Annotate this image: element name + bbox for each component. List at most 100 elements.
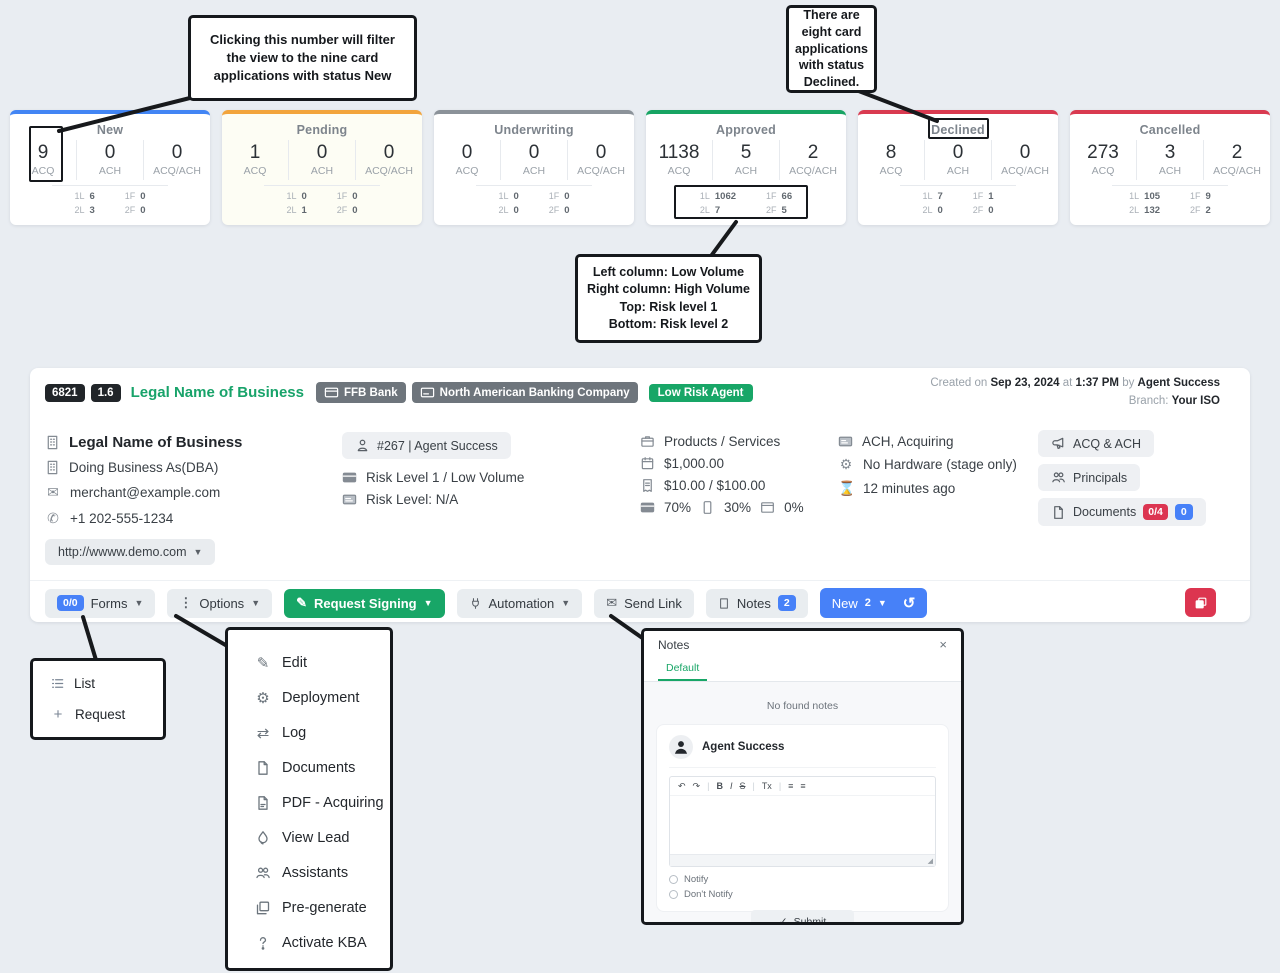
products-label[interactable]: Products / Services <box>664 434 781 449</box>
options-button[interactable]: ⋮ Options ▼ <box>167 588 273 618</box>
underwriting-acqach-count[interactable]: 0 ACQ/ACH <box>567 140 634 180</box>
submit-button[interactable]: ✓ Submit <box>750 910 855 922</box>
cancelled-acq-count[interactable]: 273 ACQ <box>1087 142 1119 177</box>
menu-item-documents[interactable]: Documents <box>255 750 390 785</box>
dba-name: Doing Business As(DBA) <box>69 460 219 475</box>
principals-button[interactable]: Principals <box>1038 464 1141 491</box>
bank2-badge-label: North American Banking Company <box>439 386 630 399</box>
amount1-row: $1,000.00 <box>640 456 840 471</box>
menu-item-deployment[interactable]: ⚙ Deployment <box>255 680 390 715</box>
acq-ach-label: ACQ & ACH <box>1073 436 1142 451</box>
undo-icon[interactable]: ↶ <box>678 780 686 791</box>
new-acq-count[interactable]: 9 ACQ <box>31 142 55 177</box>
duplicate-button[interactable] <box>1185 588 1216 617</box>
products-row: Products / Services <box>640 434 840 449</box>
cancelled-acqach-count[interactable]: 2 ACQ/ACH <box>1203 140 1270 180</box>
pending-ach-count[interactable]: 0 ACH <box>288 140 355 180</box>
merchant-title-link[interactable]: Legal Name of Business <box>130 384 304 401</box>
dba-row: Doing Business As(DBA) <box>45 460 335 475</box>
radio-icon <box>669 890 678 899</box>
menu-item-label: Edit <box>282 654 307 671</box>
notify-radio[interactable]: Notify <box>669 874 936 885</box>
documents-button[interactable]: Documents 0/4 0 <box>1038 498 1206 526</box>
forms-button[interactable]: 0/0 Forms ▼ <box>45 588 156 618</box>
email-value[interactable]: merchant@example.com <box>70 485 221 500</box>
amount2-row: $10.00 / $100.00 <box>640 478 840 493</box>
cancelled-ach-count[interactable]: 3 ACH <box>1136 140 1203 180</box>
underwriting-acq-count[interactable]: 0 ACQ <box>455 142 479 177</box>
note-compose-card: Agent Success ↶ ↷ | B I S | Tx | ≡ ≡ <box>656 724 949 922</box>
ordered-list-icon[interactable]: ≡ <box>788 781 794 791</box>
bank-badge-label: FFB Bank <box>343 386 398 399</box>
amount1-value: $1,000.00 <box>664 456 725 471</box>
card-icon <box>342 470 357 485</box>
history-icon[interactable]: ↺ <box>902 595 916 612</box>
request-signing-button[interactable]: ✎ Request Signing ▼ <box>284 588 445 618</box>
close-icon[interactable]: × <box>939 637 947 652</box>
phone-value[interactable]: +1 202-555-1234 <box>70 511 174 526</box>
notes-button[interactable]: Notes 2 <box>705 588 808 618</box>
approved-acq-count[interactable]: 1138 ACQ <box>658 142 700 177</box>
underwriting-ach-count[interactable]: 0 ACH <box>500 140 567 180</box>
methods-row: ACH, Acquiring <box>838 434 1053 449</box>
menu-item-view-lead[interactable]: View Lead <box>255 820 390 855</box>
callout-text: Bottom: Risk level 2 <box>608 317 729 331</box>
approved-acqach-count[interactable]: 2 ACQ/ACH <box>779 140 846 180</box>
new-status-count: 2 <box>864 597 871 609</box>
note-text-input[interactable] <box>670 796 935 854</box>
menu-item-log[interactable]: ⇄ Log <box>255 715 390 750</box>
send-link-button[interactable]: ✉ Send Link <box>594 588 694 618</box>
note-icon <box>718 597 730 610</box>
menu-item-activate-kba[interactable]: Activate KBA <box>255 925 390 960</box>
menu-item-assistants[interactable]: Assistants <box>255 855 390 890</box>
people-icon <box>255 865 271 881</box>
dont-notify-radio[interactable]: Don't Notify <box>669 889 936 900</box>
risk-level-row: Risk Level 1 / Low Volume <box>342 470 572 485</box>
bold-icon[interactable]: B <box>716 781 723 791</box>
note-editor: ↶ ↷ | B I S | Tx | ≡ ≡ ◢ <box>669 776 936 867</box>
callout-new-filter: Clicking this number will filter the vie… <box>188 15 417 101</box>
redo-icon[interactable]: ↷ <box>692 780 701 791</box>
menu-item-pdf-acquiring[interactable]: PDF - Acquiring <box>255 785 390 820</box>
automation-button[interactable]: Automation ▼ <box>456 588 583 618</box>
menu-item-pre-generate[interactable]: Pre-generate <box>255 890 390 925</box>
declined-acqach-count[interactable]: 0 ACQ/ACH <box>991 140 1058 180</box>
pending-acq-count[interactable]: 1 ACQ <box>243 142 267 177</box>
bullet-list-icon[interactable]: ≡ <box>800 781 806 791</box>
new-ach-count[interactable]: 0 ACH <box>76 140 143 180</box>
tab-default[interactable]: Default <box>658 660 708 681</box>
menu-item-label: View Lead <box>282 829 350 846</box>
declined-acq-count[interactable]: 8 ACQ <box>879 142 903 177</box>
approved-ach-count[interactable]: 5 ACH <box>712 140 779 180</box>
callout-text: Right column: High Volume <box>587 282 750 296</box>
italic-icon[interactable]: I <box>729 781 733 791</box>
amount2-value: $10.00 / $100.00 <box>664 478 766 493</box>
acq-ach-button[interactable]: ACQ & ACH <box>1038 430 1155 457</box>
new-acqach-count[interactable]: 0 ACQ/ACH <box>143 140 210 180</box>
menu-item-request[interactable]: + Request <box>50 706 146 723</box>
resize-handle-icon[interactable]: ◢ <box>927 858 933 865</box>
new-status-dropdown[interactable]: New 2 ▼ <box>832 596 887 611</box>
clear-format-icon[interactable]: Tx <box>761 781 772 791</box>
merchant-toolbar: 0/0 Forms ▼ ⋮ Options ▼ ✎ Request Signin… <box>45 588 928 618</box>
menu-item-list[interactable]: List <box>50 676 146 691</box>
agent-button[interactable]: #267 | Agent Success <box>342 432 511 459</box>
notes-panel-header: Notes × <box>644 631 961 658</box>
pending-acqach-count[interactable]: 0 ACQ/ACH <box>355 140 422 180</box>
callout-text: Left column: Low Volume <box>592 264 745 279</box>
notes-label: Notes <box>736 595 771 611</box>
menu-item-edit[interactable]: ✎ Edit <box>255 645 390 680</box>
strikethrough-icon[interactable]: S <box>739 781 746 791</box>
chevron-down-icon: ▼ <box>251 598 261 608</box>
website-dropdown[interactable]: http://wwww.demo.com ▼ <box>45 539 216 565</box>
pdf-icon <box>255 795 271 811</box>
website-value: http://wwww.demo.com <box>58 545 187 559</box>
updated-value: 12 minutes ago <box>863 481 956 496</box>
declined-ach-count[interactable]: 0 ACH <box>924 140 991 180</box>
chevron-down-icon: ▼ <box>134 598 144 608</box>
